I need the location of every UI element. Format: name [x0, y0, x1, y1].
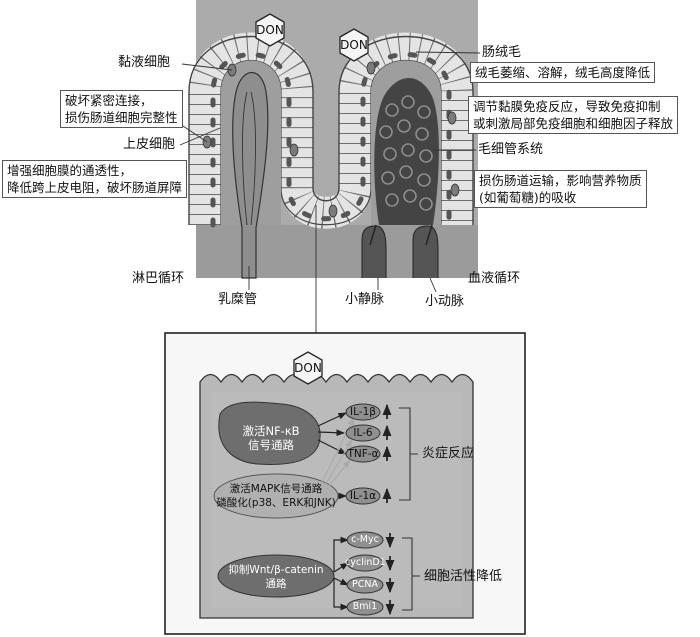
label-mucus-cell: 黏液细胞	[118, 55, 171, 70]
pathway-shapes	[213, 401, 339, 598]
pathway-nfkb: 激活NF-κB 信号通路	[242, 424, 300, 452]
label-blood-circulation: 血液循环	[468, 271, 521, 286]
box-immune-response: 调节黏膜免疫反应，导致免疫抑制 或刺激局部免疫细胞和细胞因子释放	[468, 96, 679, 134]
outcome-brackets	[399, 407, 420, 611]
pathway-wnt: 抑制Wnt/β-catenin 通路	[228, 564, 324, 590]
label-venule: 小静脉	[345, 292, 385, 307]
label-capillary-system: 毛细管系统	[478, 142, 544, 157]
marker-il1b: IL-1β	[350, 406, 376, 418]
box-tight-junction: 破坏紧密连接， 损伤肠道细胞完整性	[60, 90, 183, 128]
outcome-inflammation: 炎症反应	[422, 446, 475, 461]
label-epithelial-cell: 上皮细胞	[123, 137, 176, 152]
don-toxin-right: DON	[340, 38, 368, 52]
box-permeability: 增强细胞膜的通透性， 降低跨上皮电阻，破坏肠道屏障	[2, 160, 188, 198]
marker-cmyc: c-Myc	[351, 534, 379, 545]
marker-il1a: IL-1α	[349, 490, 377, 502]
don-toxin-cell: DON	[294, 361, 322, 375]
marker-il6: IL-6	[353, 427, 373, 439]
label-arteriole: 小动脉	[425, 294, 465, 309]
marker-bmi1: Bmi1	[352, 601, 378, 612]
marker-pcna: PCNA	[352, 579, 378, 590]
box-transport: 损伤肠道运输，影响营养物质 (如葡萄糖)的吸收	[474, 170, 647, 208]
change-arrows	[382, 403, 395, 616]
outcome-viability: 细胞活性降低	[424, 569, 503, 584]
lacteal-vessel	[232, 72, 269, 279]
box-villus-effect: 绒毛萎缩、溶解，绒毛高度降低	[470, 62, 656, 83]
label-lacteal: 乳糜管	[218, 292, 258, 307]
don-hexagons	[255, 13, 369, 385]
label-villus: 肠绒毛	[482, 45, 522, 60]
capillary-network	[361, 78, 439, 278]
marker-pills	[345, 403, 384, 616]
marker-tnfa: TNF-α	[347, 448, 379, 460]
don-toxin-left: DON	[256, 23, 284, 37]
pathway-mapk: 激活MAPK信号通路 磷酸化(p38、ERK和JNK)	[216, 483, 336, 509]
marker-cyclind1: cyclinD1	[345, 557, 386, 568]
label-lymph-circulation: 淋巴循环	[132, 271, 185, 286]
